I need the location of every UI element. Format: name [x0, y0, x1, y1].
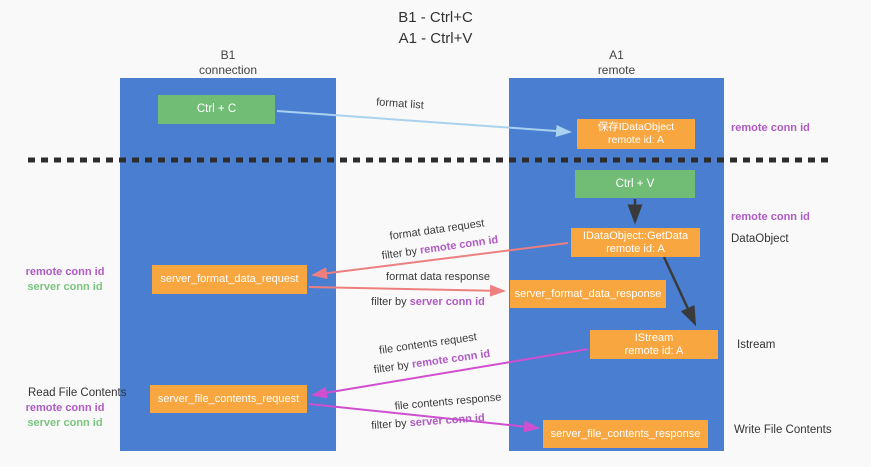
- save-idataobject-node: 保存IDataObject remote id: A: [577, 119, 695, 149]
- file-contents-response-label: file contents response: [394, 391, 502, 413]
- diagram-title: B1 - Ctrl+C A1 - Ctrl+V: [0, 7, 871, 49]
- ctrl-c-label: Ctrl + C: [196, 103, 237, 115]
- write-file-contents-label: Write File Contents: [734, 424, 832, 436]
- left-remote-conn-id-2: remote conn id: [25, 402, 105, 414]
- save-idataobject-line1: 保存IDataObject: [597, 121, 675, 133]
- right-remote-conn-id-2: remote conn id: [731, 211, 810, 223]
- save-idataobject-line2: remote id: A: [607, 134, 665, 146]
- filter-by-text: filter by: [373, 358, 413, 377]
- remote-conn-id-text: remote conn id: [419, 233, 499, 257]
- title-line-1: B1 - Ctrl+C: [398, 9, 473, 26]
- right-remote-conn-id-1: remote conn id: [731, 122, 810, 134]
- left-server-conn-id-2: server conn id: [27, 417, 103, 429]
- lane-header-a1: A1 remote: [509, 48, 724, 78]
- format-data-response-label: format data response: [386, 271, 490, 283]
- server-file-contents-response-label: server_file_contents_response: [550, 427, 701, 440]
- server-format-data-response-node: server_format_data_response: [510, 280, 666, 308]
- remote-conn-id-text: remote conn id: [411, 347, 491, 371]
- dataobject-label: DataObject: [731, 233, 789, 245]
- read-file-contents-label: Read File Contents: [28, 387, 127, 399]
- server-format-data-request-label: server_format_data_request: [160, 273, 299, 285]
- istream-line1: IStream: [634, 331, 674, 344]
- filter-by-text: filter by: [370, 417, 411, 432]
- lane-header-b1: B1 connection: [120, 48, 336, 78]
- title-line-2: A1 - Ctrl+V: [398, 30, 473, 47]
- filter-by-text: filter by: [371, 296, 410, 308]
- istream-side-label: Istream: [737, 339, 776, 351]
- istream-line2: remote id: A: [624, 344, 684, 357]
- server-file-contents-response-node: server_file_contents_response: [543, 420, 708, 448]
- left-server-conn-id-1: server conn id: [27, 281, 103, 293]
- ctrl-v-node: Ctrl + V: [575, 170, 695, 198]
- server-file-contents-request-node: server_file_contents_request: [150, 385, 307, 413]
- lane-a1-subtitle: remote: [597, 63, 636, 77]
- format-data-response-arrow: [308, 284, 506, 297]
- filter-by-text: filter by: [381, 244, 421, 263]
- ctrl-v-label: Ctrl + V: [615, 177, 655, 190]
- lane-b1-name: B1: [220, 48, 236, 62]
- lane-b1-subtitle: connection: [198, 63, 258, 77]
- server-file-contents-request-label: server_file_contents_request: [157, 392, 300, 405]
- server-format-data-request-node: server_format_data_request: [152, 265, 307, 294]
- getdata-line2: remote id: A: [606, 242, 665, 255]
- istream-node: IStream remote id: A: [590, 330, 718, 359]
- idataobject-getdata-node: IDataObject::GetData remote id: A: [571, 228, 700, 257]
- lane-a1-name: A1: [609, 48, 624, 62]
- server-conn-id-text: server conn id: [409, 296, 485, 308]
- server-format-data-response-label: server_format_data_response: [514, 287, 662, 300]
- format-list-label: format list: [375, 96, 425, 112]
- ctrl-c-node: Ctrl + C: [158, 95, 275, 124]
- getdata-line1: IDataObject::GetData: [582, 229, 689, 242]
- filter-by-server-conn-id-label-1: filter by server conn id: [368, 296, 488, 308]
- filter-by-server-conn-id-label-2: filter by server conn id: [363, 411, 494, 432]
- server-conn-id-text: server conn id: [409, 412, 486, 430]
- left-remote-conn-id-1: remote conn id: [25, 266, 105, 278]
